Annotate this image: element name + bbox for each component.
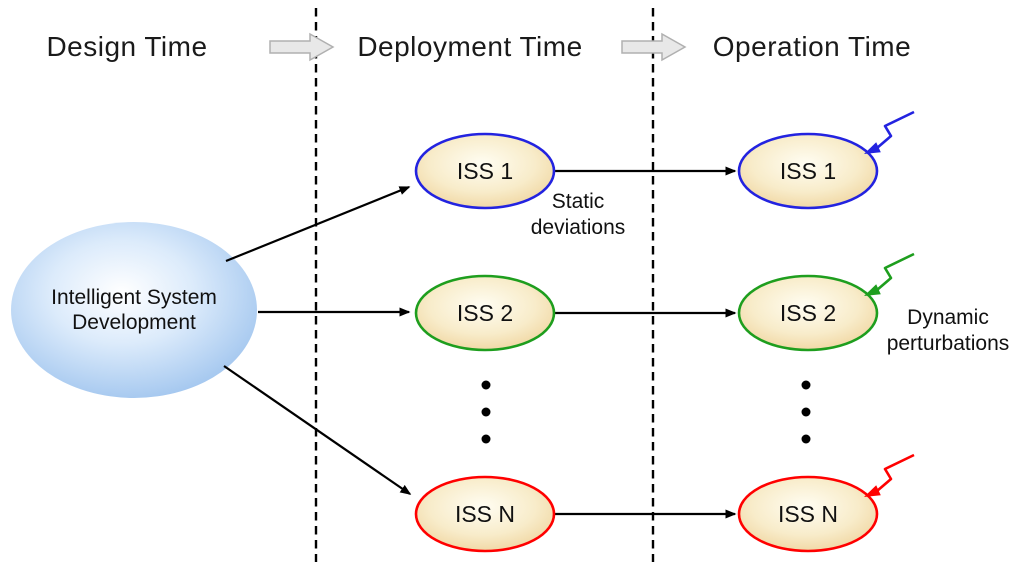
phase-transition-arrow-icon-1 <box>269 32 335 62</box>
dot-icon <box>801 407 811 417</box>
operation-node-iss2 <box>737 274 879 352</box>
dynamic-perturbations-line2: perturbations <box>887 332 1010 355</box>
deployment-node-iss2 <box>414 274 556 352</box>
operation-node-iss1 <box>737 132 879 210</box>
phase-label-deployment-time: Deployment Time <box>357 31 582 62</box>
phase-transition-arrow-icon-2 <box>621 32 687 62</box>
design-node-label-line1: Intelligent System <box>51 286 217 309</box>
ellipsis-dots-operation <box>801 380 811 444</box>
ellipsis-dots-deployment <box>481 380 491 444</box>
lightning-bolt-icon-issn <box>862 453 916 499</box>
deployment-node-iss1 <box>414 132 556 210</box>
lightning-bolt-icon-iss2 <box>862 252 916 298</box>
annotation-dynamic-perturbations: Dynamic perturbations <box>887 306 1010 355</box>
phase-label-design-time: Design Time <box>46 31 207 62</box>
arrow-design-to-issn <box>223 365 412 495</box>
dot-icon <box>481 407 491 417</box>
lightning-bolt-icon-iss1 <box>862 110 916 156</box>
operation-node-issn <box>737 475 879 553</box>
operation-node-iss2-label: ISS 2 <box>780 300 836 326</box>
dot-icon <box>481 380 491 390</box>
design-node-label-line2: Development <box>72 311 196 334</box>
annotation-static-deviations: Static deviations <box>531 190 626 239</box>
operation-node-issn-label: ISS N <box>778 501 838 527</box>
deployment-node-issn <box>414 475 556 553</box>
deployment-node-iss1-label: ISS 1 <box>457 158 513 184</box>
dynamic-perturbations-line1: Dynamic <box>907 306 989 329</box>
static-deviations-line2: deviations <box>531 216 626 239</box>
deployment-node-issn-label: ISS N <box>455 501 515 527</box>
arrow-design-to-iss1 <box>225 185 411 263</box>
deployment-node-iss2-label: ISS 2 <box>457 300 513 326</box>
operation-node-iss1-label: ISS 1 <box>780 158 836 184</box>
static-deviations-line1: Static <box>552 190 605 213</box>
dot-icon <box>801 380 811 390</box>
design-node-ellipse <box>11 222 257 398</box>
dot-icon <box>481 434 491 444</box>
phase-label-operation-time: Operation Time <box>713 31 911 62</box>
dot-icon <box>801 434 811 444</box>
